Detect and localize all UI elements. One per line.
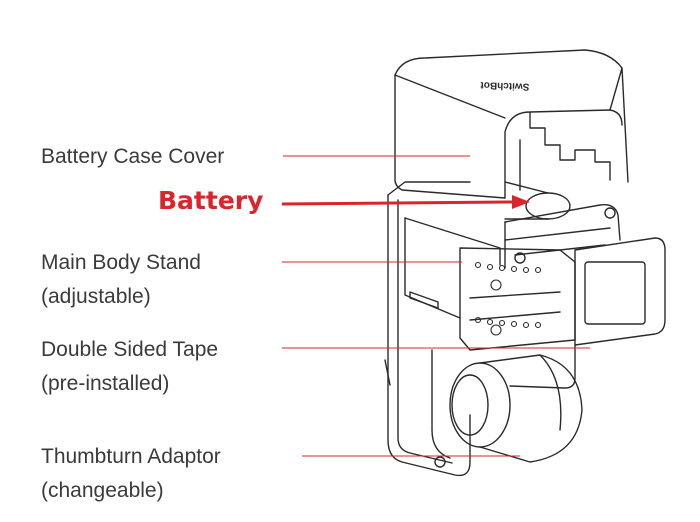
battery-case-cover-shape bbox=[394, 49, 629, 199]
label-double-sided-tape-line1: Double Sided Tape bbox=[41, 338, 219, 361]
label-double-sided-tape-line2: (pre-installed) bbox=[41, 372, 170, 395]
leader-lines bbox=[282, 155, 590, 457]
label-battery-case-cover: Battery Case Cover bbox=[41, 140, 224, 174]
brand-logo-text: SwitchBot bbox=[480, 79, 530, 92]
main-body-shape bbox=[504, 204, 666, 389]
label-thumbturn-adaptor-line1: Thumbturn Adaptor bbox=[41, 445, 221, 468]
label-main-body-stand: Main Body Stand (adjustable) bbox=[41, 246, 201, 314]
label-thumbturn-adaptor-line2: (changeable) bbox=[41, 479, 164, 502]
battery-arrow bbox=[281, 195, 530, 209]
label-battery-text: Battery bbox=[158, 186, 264, 215]
label-main-body-stand-line2: (adjustable) bbox=[41, 285, 151, 308]
battery-shape bbox=[504, 181, 571, 220]
label-battery-case-cover-text: Battery Case Cover bbox=[41, 145, 225, 168]
label-double-sided-tape: Double Sided Tape (pre-installed) bbox=[41, 333, 218, 401]
label-thumbturn-adaptor: Thumbturn Adaptor (changeable) bbox=[41, 440, 221, 508]
label-main-body-stand-line1: Main Body Stand bbox=[41, 251, 201, 274]
back-plate bbox=[387, 181, 471, 477]
main-body-stand-shape bbox=[404, 217, 576, 351]
stand-holes bbox=[474, 261, 542, 336]
thumbturn-adaptor-shape bbox=[384, 349, 583, 468]
label-battery: Battery bbox=[158, 186, 263, 215]
